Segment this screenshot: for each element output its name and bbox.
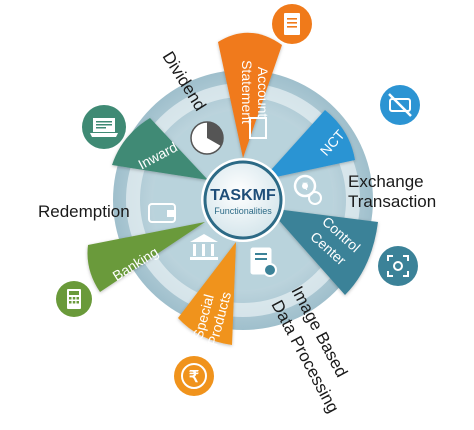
calculator-icon xyxy=(67,289,81,309)
label-exchange: Exchange xyxy=(348,172,424,191)
segment-control-center[interactable] xyxy=(268,208,378,295)
wallet-icon xyxy=(148,203,176,223)
hub-title: TASKMF xyxy=(210,187,276,204)
petal-group xyxy=(87,32,378,345)
outer-icon-scanner[interactable] xyxy=(378,246,418,286)
segment-special-products[interactable] xyxy=(178,242,236,345)
label-transaction: Transaction xyxy=(348,192,437,211)
segment-banking[interactable] xyxy=(87,222,206,292)
document-icon-inner xyxy=(249,117,267,139)
no-cash-icon xyxy=(388,93,412,117)
segment-label-account-statement-2: Statement xyxy=(239,60,255,124)
label-exchange-transaction: Exchange Transaction xyxy=(348,172,436,212)
hub-circle[interactable] xyxy=(203,160,283,240)
outer-icon-no-cash[interactable] xyxy=(380,85,420,125)
scanner-icon xyxy=(387,255,409,277)
document-icon xyxy=(284,13,300,35)
outer-icon-calculator[interactable] xyxy=(56,281,92,317)
segment-label-account-statement-1: Account xyxy=(255,67,271,118)
cogs-icon: ₹ xyxy=(293,174,322,205)
segment-account-statement[interactable] xyxy=(218,32,282,158)
outer-icon-laptop[interactable] xyxy=(82,105,126,149)
label-redemption: Redemption xyxy=(38,202,130,221)
pie-chart-icon xyxy=(190,121,224,155)
rupee-icon: ₹ xyxy=(181,363,207,389)
outer-icon-document[interactable] xyxy=(272,4,312,44)
outer-icon-rupee[interactable]: ₹ xyxy=(174,356,214,396)
bank-icon xyxy=(190,234,218,260)
hub-subtitle: Functionalities xyxy=(214,206,272,216)
segment-inward[interactable] xyxy=(112,118,208,180)
svg-text:₹: ₹ xyxy=(189,369,199,386)
laptop-icon xyxy=(90,118,118,137)
photo-document-icon xyxy=(250,247,277,277)
svg-text:₹: ₹ xyxy=(302,182,308,193)
segment-nct[interactable] xyxy=(262,110,355,180)
